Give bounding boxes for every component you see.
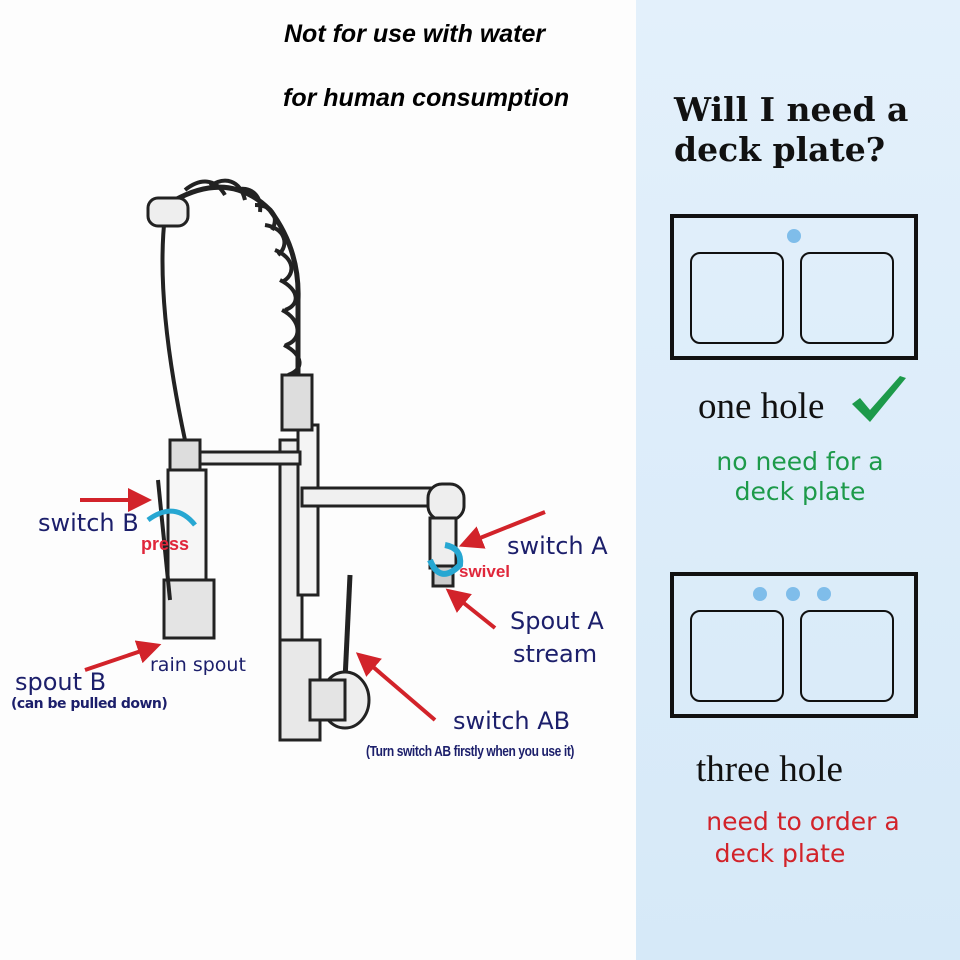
three-hole-title: three hole [696, 749, 843, 790]
sink-bowl-right [800, 610, 894, 702]
spout-b-label: spout B [15, 668, 107, 696]
one-hole-title: one hole [698, 386, 825, 427]
three-hole-note-2: deck plate [714, 839, 846, 868]
switch-a-label: switch A [507, 532, 608, 560]
switch-ab-note: (Turn switch AB firstly when you use it) [366, 743, 575, 760]
arrow-switch-ab [355, 652, 437, 722]
faucet-illustration [80, 178, 546, 742]
three-hole-sink-diagram [670, 572, 918, 718]
spout-a-label: Spout A [510, 607, 604, 635]
press-label: press [141, 534, 190, 554]
switch-b-label: switch B [38, 509, 139, 537]
question-line-1: Will I need a [674, 90, 909, 129]
warning-line-1: Not for use with water [284, 20, 546, 48]
press-rotation-icon [146, 508, 197, 527]
switch-ab-label: switch AB [453, 707, 571, 735]
swivel-rotation-icon [427, 542, 464, 577]
sink-bowl-right [800, 252, 894, 344]
one-hole-sink-diagram [670, 214, 918, 360]
faucet-hole [753, 587, 767, 601]
arrow-spout-a [445, 588, 497, 630]
arrow-spout-b [84, 640, 162, 672]
spout-a-stream-label: stream [513, 640, 598, 668]
faucet-hole [817, 587, 831, 601]
warning-line-2: for human consumption [283, 84, 570, 112]
faucet-drawing [146, 178, 466, 742]
faucet-hole [787, 229, 801, 243]
sink-bowl-left [690, 252, 784, 344]
question-line-2: deck plate? [674, 130, 886, 169]
spout-b-note: (can be pulled down) [11, 696, 168, 712]
one-hole-note-2: deck plate [734, 477, 866, 506]
three-hole-note-1: need to order a [706, 807, 900, 836]
faucet-hole [786, 587, 800, 601]
rain-spout-label: rain spout [150, 654, 246, 676]
arrow-switch-a [458, 510, 546, 549]
sink-bowl-left [690, 610, 784, 702]
one-hole-note-1: no need for a [716, 447, 884, 476]
deck-plate-panel [636, 0, 960, 960]
check-icon [852, 376, 906, 422]
swivel-label: swivel [459, 562, 511, 581]
